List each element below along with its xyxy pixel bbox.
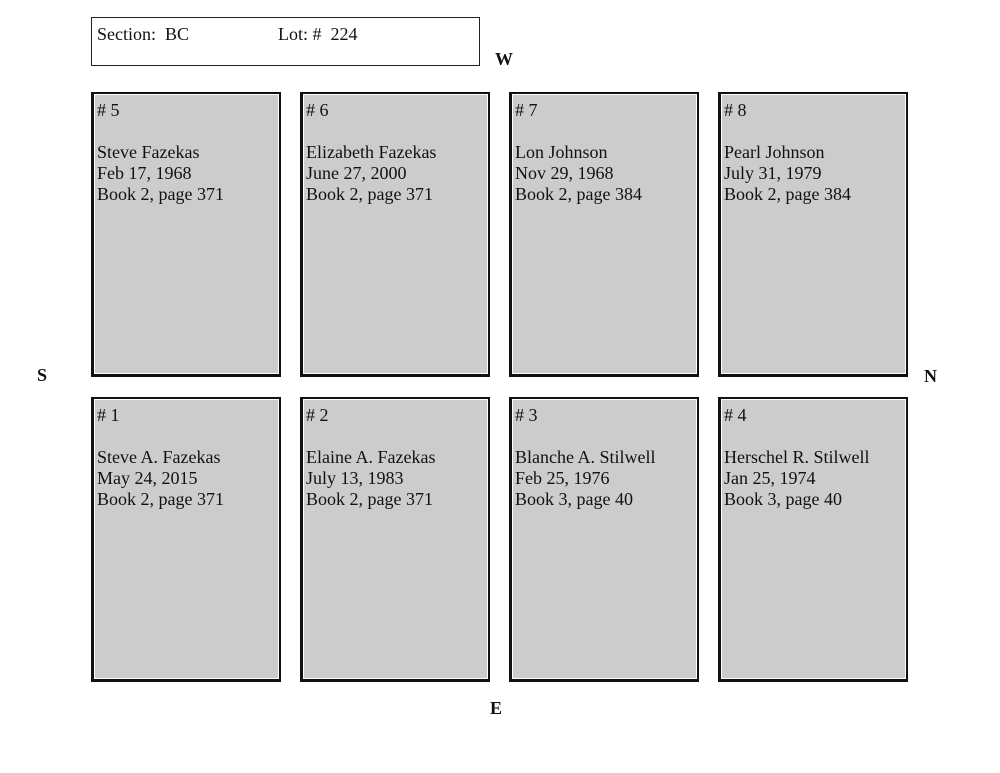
plot-record: Book 2, page 371 (97, 184, 224, 204)
plot-7: # 7 Lon Johnson Nov 29, 1968 Book 2, pag… (509, 92, 699, 377)
compass-north-label: N (924, 366, 937, 386)
plot-name: Steve A. Fazekas (97, 447, 221, 467)
plot-name: Blanche A. Stilwell (515, 447, 656, 467)
plot-3: # 3 Blanche A. Stilwell Feb 25, 1976 Boo… (509, 397, 699, 682)
plot-name: Steve Fazekas (97, 142, 200, 162)
plot-info: Blanche A. Stilwell Feb 25, 1976 Book 3,… (515, 447, 655, 510)
plot-record: Book 2, page 384 (724, 184, 851, 204)
plot-date: July 13, 1983 (306, 468, 404, 488)
plot-number: # 8 (724, 100, 747, 120)
plot-5: # 5 Steve Fazekas Feb 17, 1968 Book 2, p… (91, 92, 281, 377)
plot-name: Elaine A. Fazekas (306, 447, 436, 467)
compass-south-label: S (37, 365, 48, 385)
plot-name: Pearl Johnson (724, 142, 825, 162)
plot-date: Nov 29, 1968 (515, 163, 614, 183)
plot-info: Steve Fazekas Feb 17, 1968 Book 2, page … (97, 142, 224, 205)
plot-date: June 27, 2000 (306, 163, 407, 183)
plot-info: Elizabeth Fazekas June 27, 2000 Book 2, … (306, 142, 436, 205)
compass-east-label: E (490, 698, 503, 718)
plot-number: # 5 (97, 100, 120, 120)
plot-name: Elizabeth Fazekas (306, 142, 437, 162)
plot-number: # 1 (97, 405, 120, 425)
section-lot-header: Section: BC Lot: # 224 (91, 17, 480, 66)
plot-date: May 24, 2015 (97, 468, 198, 488)
plot-info: Steve A. Fazekas May 24, 2015 Book 2, pa… (97, 447, 224, 510)
plot-info: Elaine A. Fazekas July 13, 1983 Book 2, … (306, 447, 435, 510)
plot-8: # 8 Pearl Johnson July 31, 1979 Book 2, … (718, 92, 908, 377)
plot-info: Pearl Johnson July 31, 1979 Book 2, page… (724, 142, 851, 205)
plot-name: Herschel R. Stilwell (724, 447, 870, 467)
plot-number: # 3 (515, 405, 538, 425)
plot-record: Book 2, page 371 (97, 489, 224, 509)
plot-record: Book 3, page 40 (515, 489, 633, 509)
plot-date: July 31, 1979 (724, 163, 822, 183)
plot-date: Jan 25, 1974 (724, 468, 816, 488)
plot-6: # 6 Elizabeth Fazekas June 27, 2000 Book… (300, 92, 490, 377)
plot-number: # 4 (724, 405, 747, 425)
plot-record: Book 2, page 371 (306, 489, 433, 509)
lot-label: Lot: # 224 (278, 24, 358, 44)
plot-record: Book 2, page 371 (306, 184, 433, 204)
plot-info: Lon Johnson Nov 29, 1968 Book 2, page 38… (515, 142, 642, 205)
plot-date: Feb 17, 1968 (97, 163, 192, 183)
section-label: Section: BC (97, 24, 190, 44)
plot-record: Book 3, page 40 (724, 489, 842, 509)
compass-west-label: W (495, 49, 513, 69)
plot-record: Book 2, page 384 (515, 184, 642, 204)
plot-4: # 4 Herschel R. Stilwell Jan 25, 1974 Bo… (718, 397, 908, 682)
plot-name: Lon Johnson (515, 142, 608, 162)
plot-number: # 6 (306, 100, 329, 120)
plot-number: # 7 (515, 100, 538, 120)
plot-1: # 1 Steve A. Fazekas May 24, 2015 Book 2… (91, 397, 281, 682)
plot-info: Herschel R. Stilwell Jan 25, 1974 Book 3… (724, 447, 869, 510)
plot-2: # 2 Elaine A. Fazekas July 13, 1983 Book… (300, 397, 490, 682)
plot-number: # 2 (306, 405, 329, 425)
plot-date: Feb 25, 1976 (515, 468, 610, 488)
